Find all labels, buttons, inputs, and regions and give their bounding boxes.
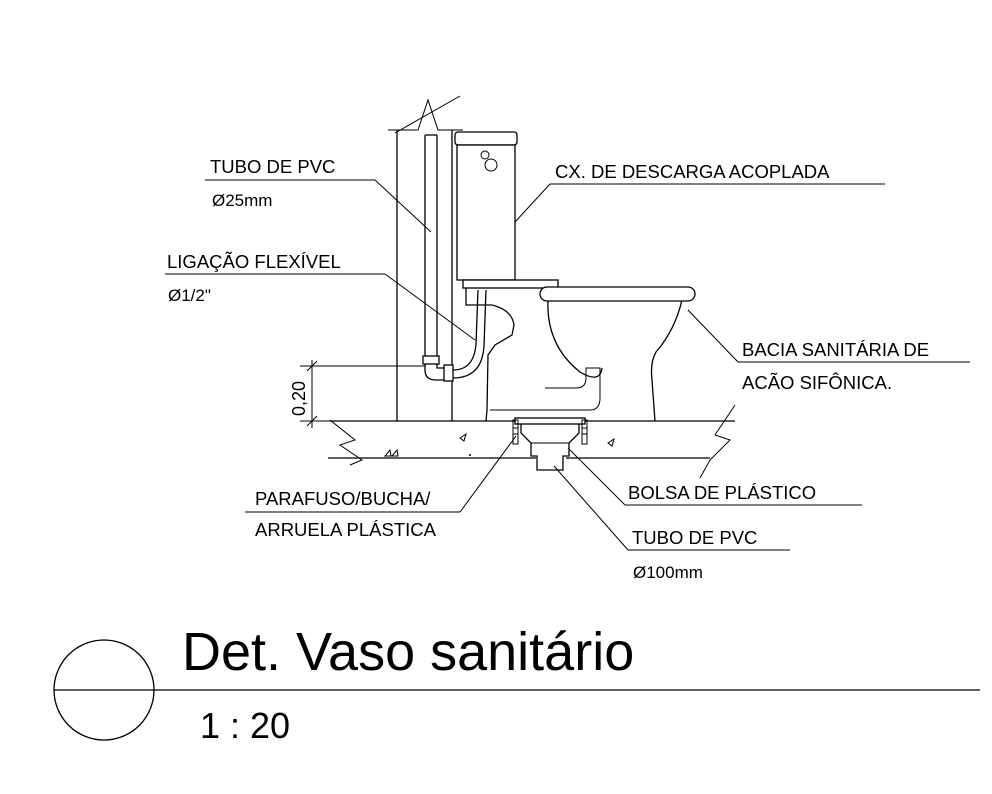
dimension-label: 0,20 bbox=[289, 381, 309, 416]
vertical-pvc-pipe bbox=[422, 134, 454, 382]
flush-tank bbox=[454, 131, 559, 289]
toilet-bowl bbox=[465, 286, 696, 422]
label-parafuso-line1: PARAFUSO/BUCHA/ bbox=[255, 488, 431, 509]
drain-outlet bbox=[512, 417, 588, 471]
label-ligacao-flexivel: LIGAÇÃO FLEXÍVEL bbox=[167, 251, 341, 272]
floor-slab bbox=[328, 404, 736, 479]
drawing-scale: 1 : 20 bbox=[200, 705, 290, 746]
title-block bbox=[53, 639, 980, 741]
label-ligacao-flexivel-diameter: Ø1/2" bbox=[168, 286, 211, 305]
label-tubo-pvc-100: TUBO DE PVC bbox=[632, 527, 757, 548]
label-bacia-line2: ACÃO SIFÔNICA. bbox=[742, 372, 892, 393]
leader-lines bbox=[165, 179, 970, 551]
label-tubo-pvc-25: TUBO DE PVC bbox=[210, 156, 335, 177]
label-tubo-pvc-25-diameter: Ø25mm bbox=[212, 191, 272, 210]
label-bacia-line1: BACIA SANITÁRIA DE bbox=[742, 339, 929, 360]
drawing-title: Det. Vaso sanitário bbox=[182, 622, 634, 682]
label-parafuso-line2: ARRUELA PLÁSTICA bbox=[255, 519, 437, 540]
flexible-connection bbox=[452, 289, 487, 379]
label-bolsa: BOLSA DE PLÁSTICO bbox=[628, 482, 816, 503]
label-cx-descarga: CX. DE DESCARGA ACOPLADA bbox=[555, 161, 830, 182]
dimension-height bbox=[300, 360, 425, 428]
label-tubo-pvc-100-diameter: Ø100mm bbox=[633, 563, 703, 582]
